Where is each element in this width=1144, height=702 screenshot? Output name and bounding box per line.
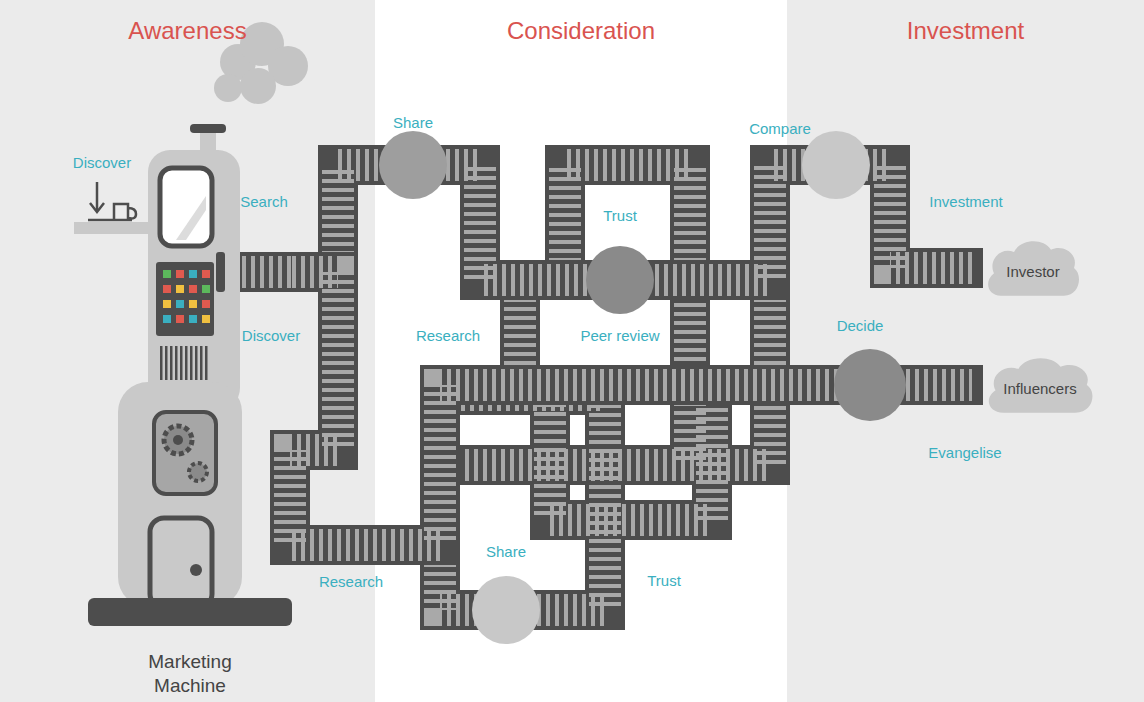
stage-label: Compare [749, 120, 811, 137]
valve [802, 131, 870, 199]
valve [586, 246, 654, 314]
stage-heading: Investment [787, 17, 1144, 45]
cloud-outline [988, 241, 1079, 295]
pipe-body [290, 272, 983, 545]
stage-label: Research [416, 327, 480, 344]
machine-label: Marketing Machine [122, 650, 258, 698]
valve [379, 131, 447, 199]
stage-band: Consideration [375, 0, 787, 702]
cloud-outline [989, 358, 1093, 412]
stage-label: Share [486, 543, 526, 560]
stage-label: Decide [837, 317, 884, 334]
stage-heading: Consideration [375, 17, 787, 45]
stage-label: Investment [929, 193, 1002, 210]
stage-label: Research [319, 573, 383, 590]
stage-band: AwarenessMarketing Machine [0, 0, 375, 702]
stage-label: Discover [242, 327, 300, 344]
cloud-label: Influencers [1003, 380, 1076, 397]
stage-label: Peer review [580, 327, 659, 344]
investment-band [787, 0, 1144, 702]
stage-label: Share [393, 114, 433, 131]
stage-band: InvestmentInvestorInfluencers [787, 0, 1144, 702]
flange [972, 248, 982, 288]
stage-label: Trust [603, 207, 637, 224]
stage-label: Evangelise [928, 444, 1001, 461]
pipe-connector [290, 272, 983, 545]
stage-label: Search [240, 193, 288, 210]
stage-heading: Awareness [0, 17, 375, 45]
cloud-label: Investor [1006, 263, 1059, 280]
valve [834, 349, 906, 421]
flange [972, 365, 982, 405]
cloud-node: Investor [983, 236, 1083, 300]
stage-label: Trust [647, 572, 681, 589]
pipe-stripes [290, 272, 983, 545]
valve [472, 576, 540, 644]
stage-label: Discover [73, 154, 131, 171]
cloud-node: Influencers [983, 353, 1097, 417]
